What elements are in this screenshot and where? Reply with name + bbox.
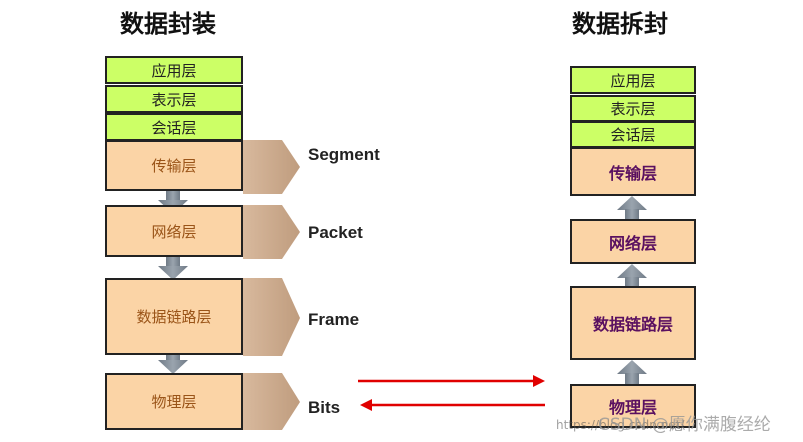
bits-tab	[243, 373, 300, 430]
transmit-arrow-icon	[358, 375, 545, 387]
enc-network-layer: 网络层	[105, 205, 243, 257]
enc-physical-layer: 物理层	[105, 373, 243, 430]
enc-transport-layer: 传输层	[105, 140, 243, 191]
up-arrow-icon	[617, 264, 647, 288]
watermark-url: https://blog.csdn.net/	[556, 418, 685, 432]
decapsulation-title: 数据拆封	[572, 10, 668, 38]
receive-arrow-icon	[360, 399, 545, 411]
up-arrow-icon	[617, 360, 647, 384]
enc-application-layer: 应用层	[105, 56, 243, 84]
watermark-text: CSDN @愿你满腹经纶	[598, 415, 771, 435]
dec-physical-layer: 物理层	[570, 384, 696, 428]
dec-session-layer: 会话层	[570, 121, 696, 148]
packet-tab	[243, 205, 300, 259]
dec-presentation-layer: 表示层	[570, 95, 696, 122]
pdu-segment-label: Segment	[308, 145, 380, 164]
encapsulation-title: 数据封装	[120, 10, 216, 38]
dec-transport-layer: 传输层	[570, 147, 696, 196]
pdu-packet-label: Packet	[308, 223, 363, 242]
enc-session-layer: 会话层	[105, 113, 243, 141]
dec-datalink-layer: 数据链路层	[570, 286, 696, 360]
segment-tab	[243, 140, 300, 194]
pdu-frame-label: Frame	[308, 310, 360, 329]
up-arrow-icon	[617, 196, 647, 220]
dec-application-layer: 应用层	[570, 66, 696, 94]
frame-tab	[243, 278, 300, 356]
down-arrow-icon	[158, 255, 188, 280]
enc-datalink-layer: 数据链路层	[105, 278, 243, 355]
enc-presentation-layer: 表示层	[105, 85, 243, 113]
pdu-bits-label: Bits	[308, 398, 341, 417]
dec-network-layer: 网络层	[570, 219, 696, 264]
